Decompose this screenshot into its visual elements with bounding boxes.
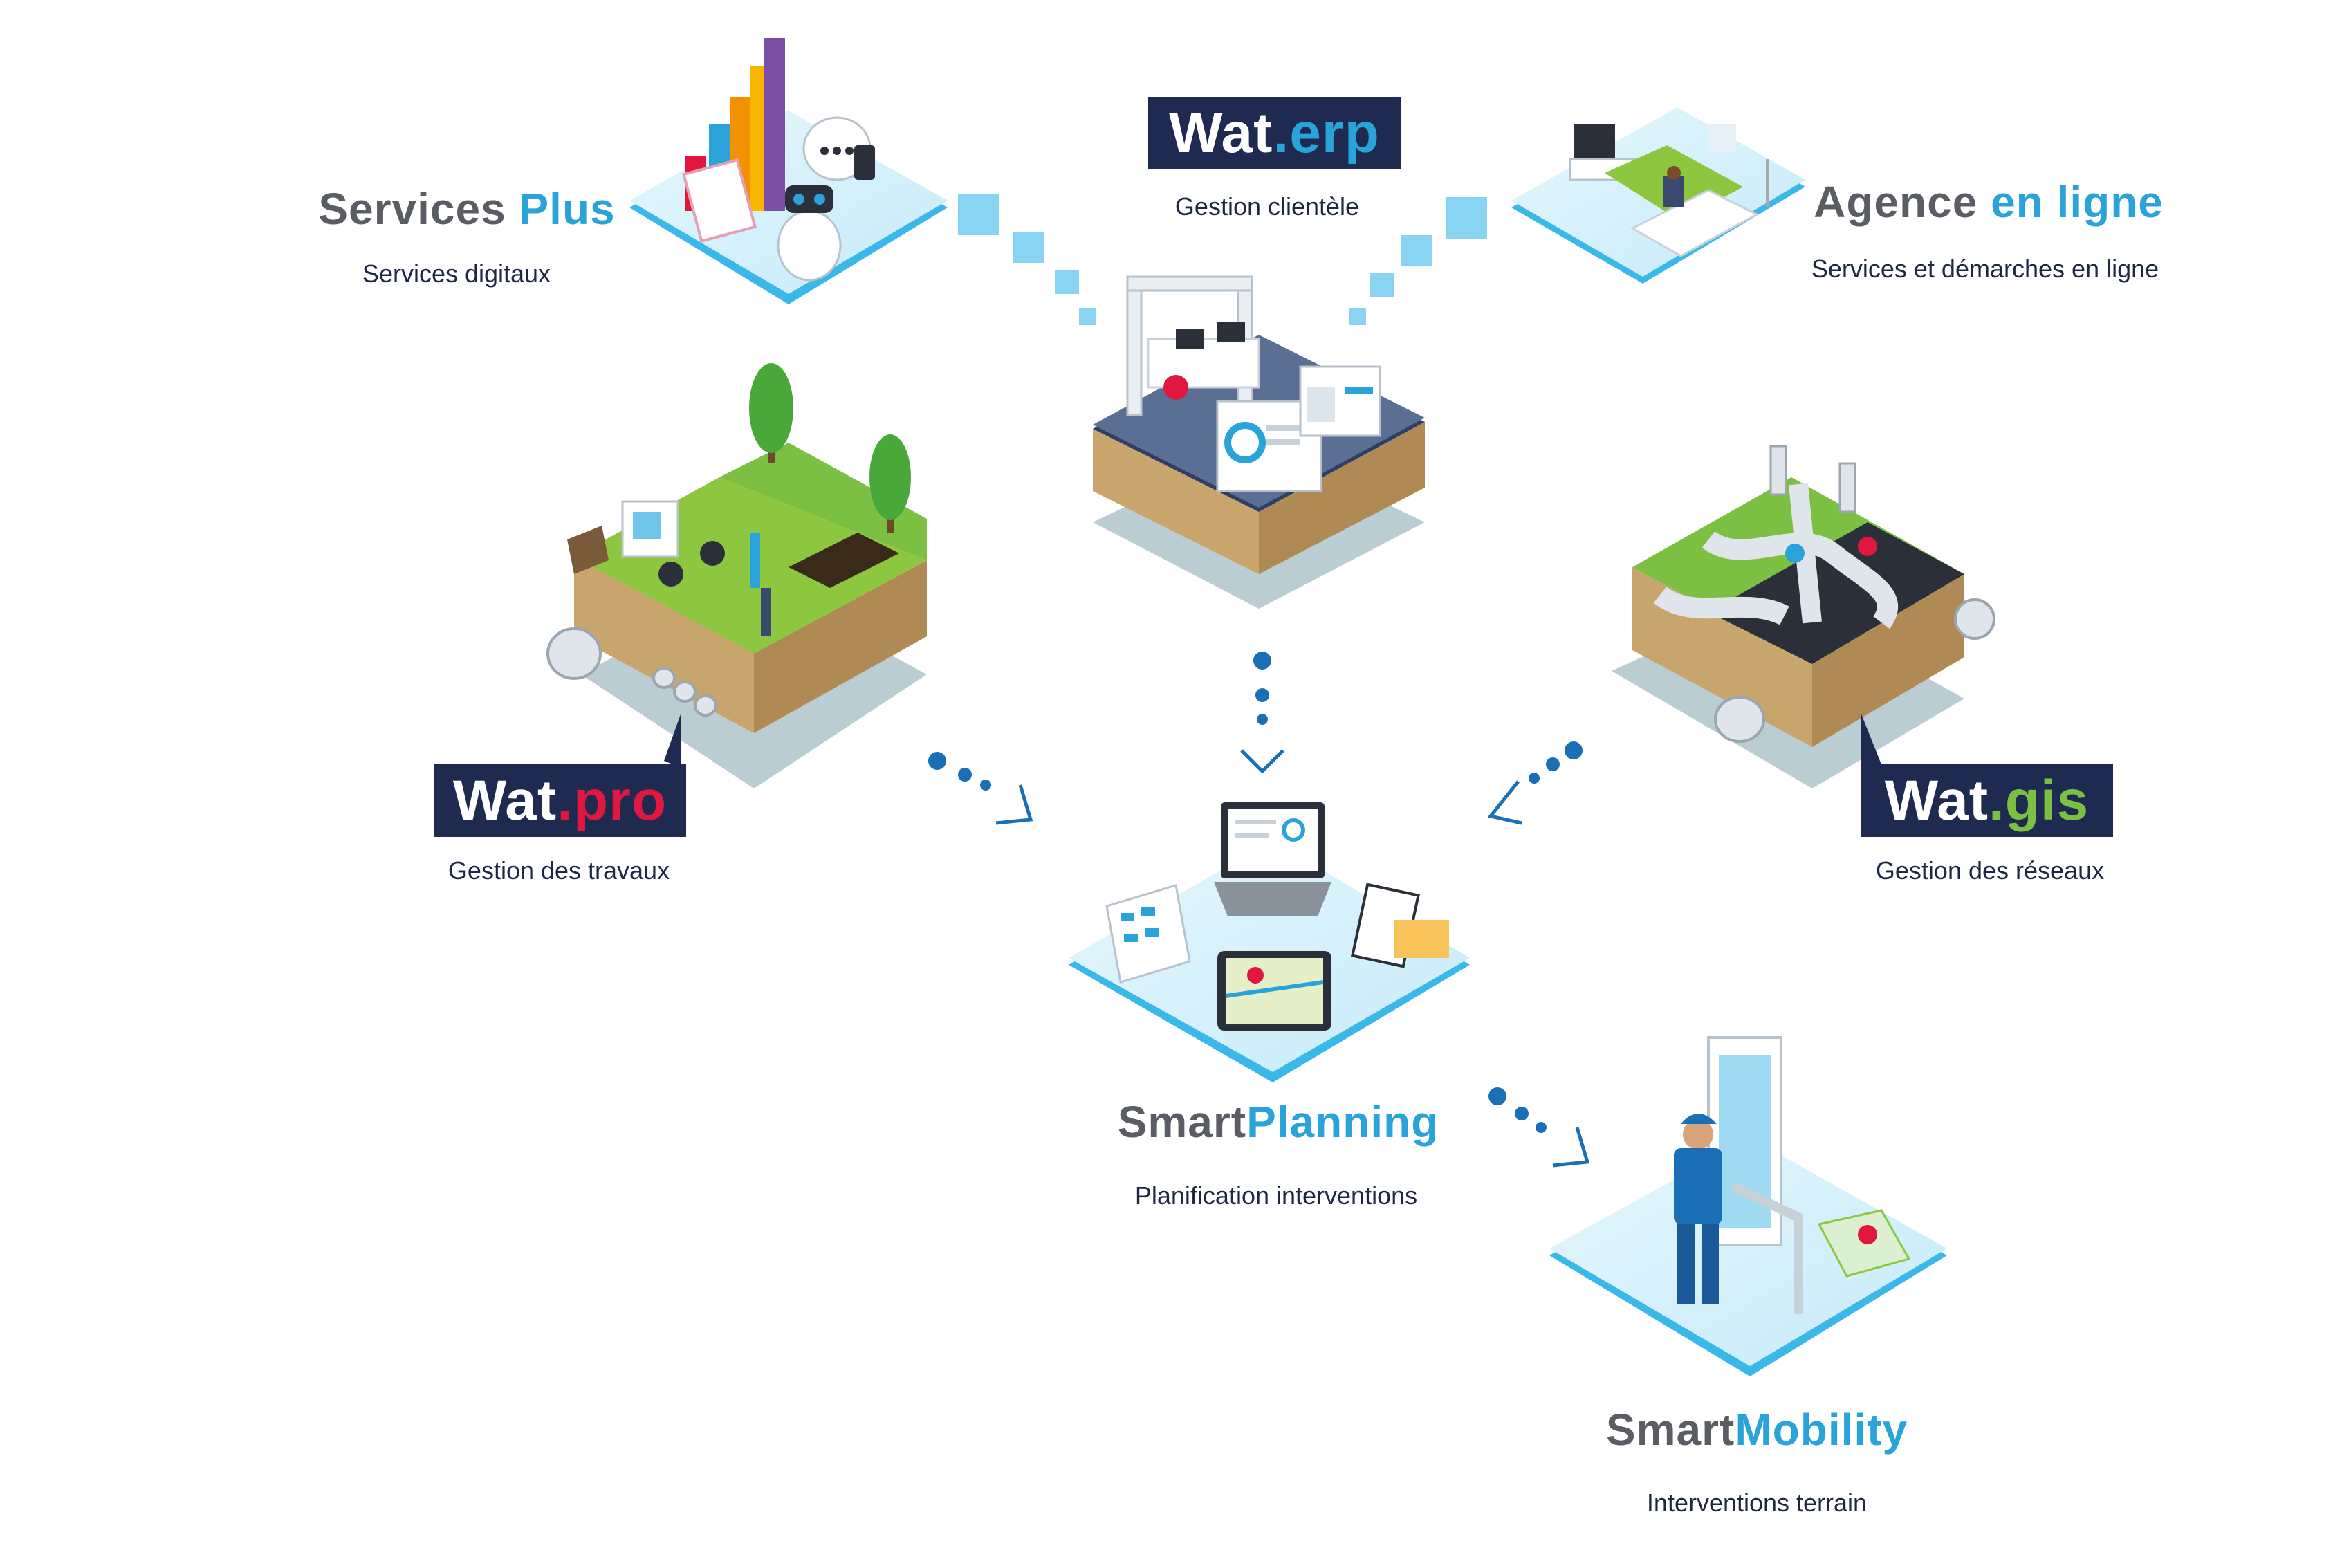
wat-pro-banner-notch: [664, 712, 681, 768]
pipe-network-icon: [1612, 445, 1995, 788]
services-plus-tile: [629, 38, 948, 304]
connector-cubes-left: [958, 194, 1096, 325]
clipboard-icon: [1350, 883, 1449, 968]
connector-cubes-right: [1349, 197, 1487, 325]
wat-pro-subtitle: Gestion des travaux: [448, 856, 670, 885]
wat-gis-suffix: .gis: [1989, 768, 2090, 832]
smart-mobility-title-a: Smart: [1605, 1405, 1735, 1455]
agence-title-a: Agence: [1814, 177, 1991, 227]
wat-erp-brand: Wat: [1169, 101, 1273, 165]
smart-planning-title-b: Planning: [1246, 1097, 1439, 1147]
trees-icon: [749, 363, 911, 533]
wat-gis-banner-notch: [1861, 712, 1881, 764]
agence-title-b: en ligne: [1991, 177, 2164, 227]
tablet-map-icon: [1217, 951, 1331, 1031]
worker-icon: [1674, 1114, 1722, 1304]
smart-mobility-subtitle: Interventions terrain: [1646, 1488, 1868, 1517]
smart-mobility-title: SmartMobility: [1606, 1404, 1908, 1455]
services-plus-title-b: Plus: [519, 184, 616, 234]
wat-gis-subtitle: Gestion des réseaux: [1875, 856, 2105, 885]
agence-subtitle: Services et démarches en ligne: [1811, 255, 2159, 283]
dots-erp-to-planning: [1240, 652, 1284, 774]
wat-erp-subtitle: Gestion clientèle: [1174, 192, 1360, 221]
living-room-icon: [1569, 124, 1769, 257]
smart-planning-title: SmartPlanning: [1118, 1096, 1439, 1147]
smart-planning-tile: [1069, 802, 1470, 1082]
dots-gis-to-planning: [1487, 741, 1583, 825]
services-plus-subtitle: Services digitaux: [362, 259, 551, 288]
documents-icon: [1105, 884, 1191, 984]
services-plus-title-a: Services: [318, 184, 519, 234]
wat-gis-brand: Wat: [1884, 768, 1989, 832]
smart-planning-title-a: Smart: [1117, 1097, 1247, 1147]
services-plus-title: Services Plus: [318, 183, 615, 234]
smart-mobility-tile: [1549, 1036, 1947, 1376]
agence-tile: [1511, 107, 1805, 284]
wat-erp-banner: Wat.erp: [1148, 97, 1401, 169]
robot-icon: [777, 185, 842, 282]
wat-gis-banner: Wat.gis: [1861, 764, 2113, 837]
laptop-icon: [1214, 802, 1331, 916]
agence-title: Agence en ligne: [1814, 176, 2164, 228]
smart-mobility-title-b: Mobility: [1735, 1405, 1908, 1455]
chat-bubble-icon: [802, 116, 875, 181]
dots-planning-to-mobility: [1488, 1087, 1590, 1168]
dots-pro-to-planning: [928, 752, 1033, 825]
chart-icon: [681, 38, 785, 243]
excavator-icon: [567, 500, 725, 587]
wat-pro-suffix: .pro: [557, 768, 667, 832]
office-desk-icon: [1093, 275, 1425, 609]
smart-planning-subtitle: Planification interventions: [1134, 1181, 1418, 1210]
pipe-ends: [546, 627, 717, 717]
phone-icon: [1707, 1036, 1782, 1246]
wat-pro-banner: Wat.pro: [434, 764, 686, 837]
wat-pro-block: [546, 363, 927, 788]
wat-pro-brand: Wat: [452, 768, 557, 832]
wat-erp-suffix: .erp: [1273, 101, 1380, 165]
